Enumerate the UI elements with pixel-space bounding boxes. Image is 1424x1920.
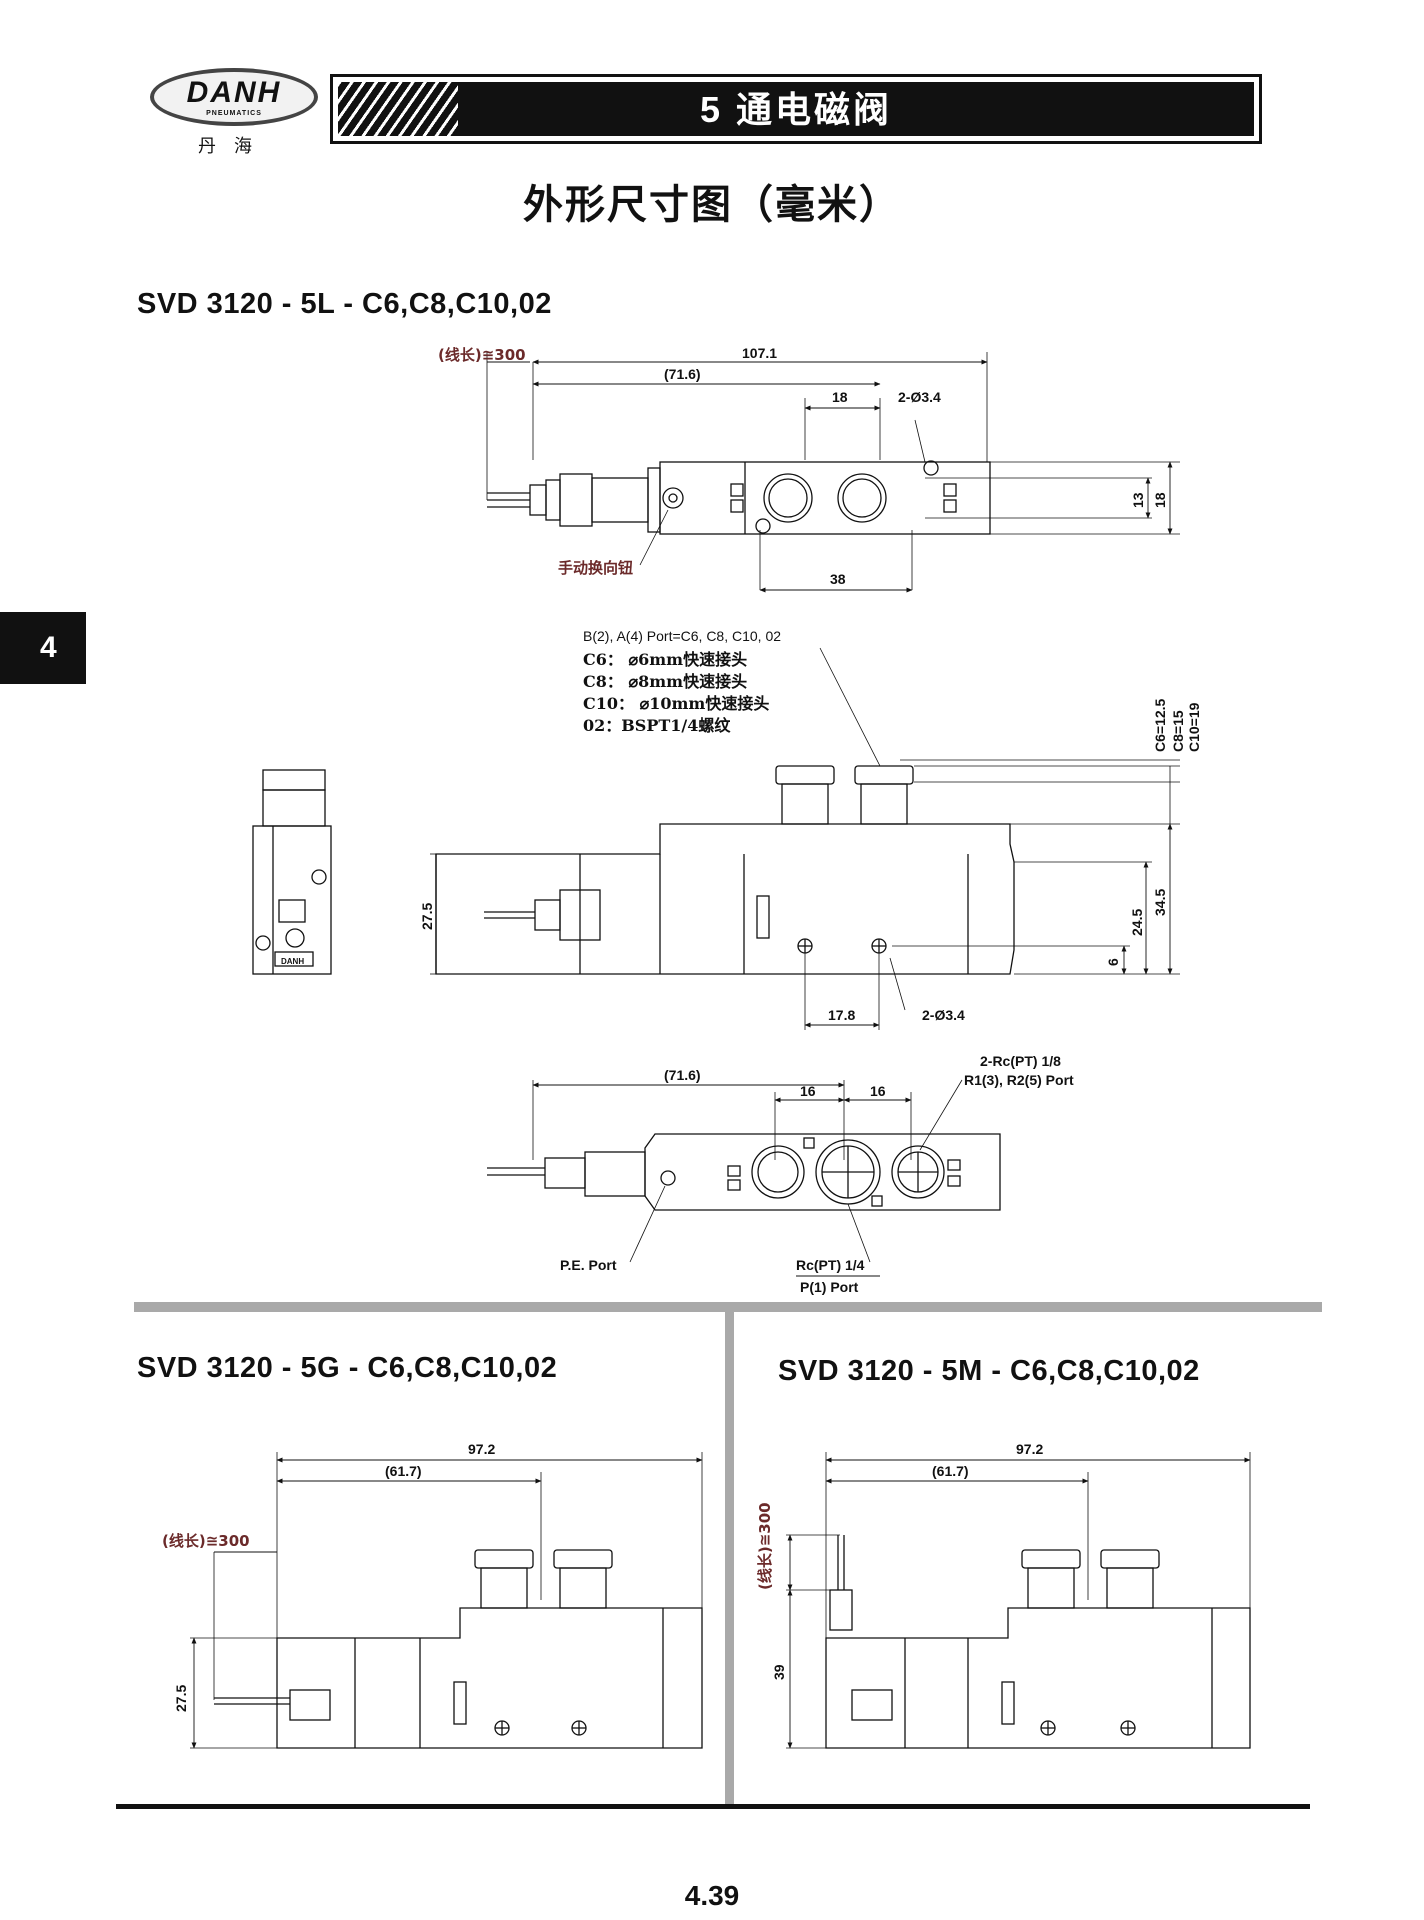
end-view-drawing — [252, 769, 332, 975]
dim-6: 6 — [1105, 958, 1121, 966]
dim-345: 34.5 — [1152, 889, 1168, 916]
dim-5m-617: (61.7) — [932, 1463, 969, 1479]
banner-stripes — [338, 82, 458, 136]
bottom-view-drawing — [487, 1079, 1001, 1263]
manual-override-label: 手动换向钮 — [558, 559, 633, 577]
rc14-label: Rc(PT) 1/4 — [796, 1257, 865, 1273]
model-title-5m: SVD 3120 - 5M - C6,C8,C10,02 — [778, 1355, 1200, 1387]
dim-bottom-716: (71.6) — [664, 1067, 701, 1083]
dim-c8: C8=15 — [1170, 710, 1186, 752]
dim-245: 24.5 — [1129, 909, 1145, 936]
dim-5g-617: (61.7) — [385, 1463, 422, 1479]
chapter-tab: 4 — [0, 612, 86, 684]
logo-oval — [150, 68, 318, 126]
page-number: 4.39 — [684, 1880, 740, 1911]
dim-5m-972: 97.2 — [1016, 1441, 1043, 1457]
banner-title: 5 通电磁阀 — [699, 89, 893, 130]
port-note-c8: C8： ⌀8mm快速接头 — [583, 672, 747, 691]
logo-chinese: 丹海 — [198, 136, 270, 157]
dim-38: 38 — [830, 571, 846, 587]
dim-wire-length: (线长)≅300 — [438, 346, 526, 364]
view-5m-drawing — [786, 1452, 1251, 1749]
dim-716: (71.6) — [664, 366, 701, 382]
dim-5m-39: 39 — [771, 1664, 787, 1680]
top-view-drawing — [486, 352, 1180, 593]
p-port-label: P(1) Port — [800, 1279, 859, 1295]
port-note-c10: C10： ⌀10mm快速接头 — [583, 694, 769, 713]
port-note-c6: C6： ⌀6mm快速接头 — [583, 650, 747, 669]
r-ports-label: R1(3), R2(5) Port — [964, 1072, 1074, 1088]
pe-port-label: P.E. Port — [560, 1257, 617, 1273]
dim-16b: 16 — [870, 1083, 886, 1099]
logo-subtext: PNEUMATICS — [206, 110, 262, 117]
page-title: 外形尺寸图（毫米） — [523, 183, 901, 227]
dim-18v: 18 — [1152, 492, 1168, 508]
danh-logo: DANH PNEUMATICS 丹海 — [150, 68, 318, 158]
side-view-drawing — [430, 647, 1180, 1030]
model-title-5g: SVD 3120 - 5G - C6,C8,C10,02 — [137, 1352, 558, 1384]
footer-rule — [116, 1804, 1310, 1809]
rc18-label: 2-Rc(PT) 1/8 — [980, 1053, 1061, 1069]
view-5g-drawing — [190, 1452, 703, 1749]
dim-5g-275: 27.5 — [173, 1685, 189, 1712]
section-divider-h — [134, 1302, 1322, 1312]
dim-5m-wire: (线长)≅300 — [756, 1502, 774, 1590]
section-divider-v — [725, 1312, 734, 1806]
logo-text: DANH — [186, 76, 282, 109]
dim-c6: C6=12.5 — [1152, 698, 1168, 752]
dim-hole: 2-Ø3.4 — [898, 389, 941, 405]
section-banner: 5 通电磁阀 — [330, 74, 1262, 144]
end-view-brand: DANH — [281, 957, 304, 966]
port-note-02: 02：BSPT1/4螺纹 — [583, 716, 731, 735]
dim-178: 17.8 — [828, 1007, 855, 1023]
dim-16a: 16 — [800, 1083, 816, 1099]
dim-5g-wire: (线长)≅300 — [162, 1532, 250, 1550]
dim-side-hole: 2-Ø3.4 — [922, 1007, 965, 1023]
dim-c10: C10=19 — [1186, 702, 1202, 752]
dim-13: 13 — [1130, 492, 1146, 508]
port-note-title: B(2), A(4) Port=C6, C8, C10, 02 — [583, 628, 781, 644]
dim-side-275: 27.5 — [419, 903, 435, 930]
dim-18: 18 — [832, 389, 848, 405]
dim-5g-972: 97.2 — [468, 1441, 495, 1457]
dim-107: 107.1 — [742, 345, 777, 361]
model-title-5l: SVD 3120 - 5L - C6,C8,C10,02 — [137, 288, 552, 320]
